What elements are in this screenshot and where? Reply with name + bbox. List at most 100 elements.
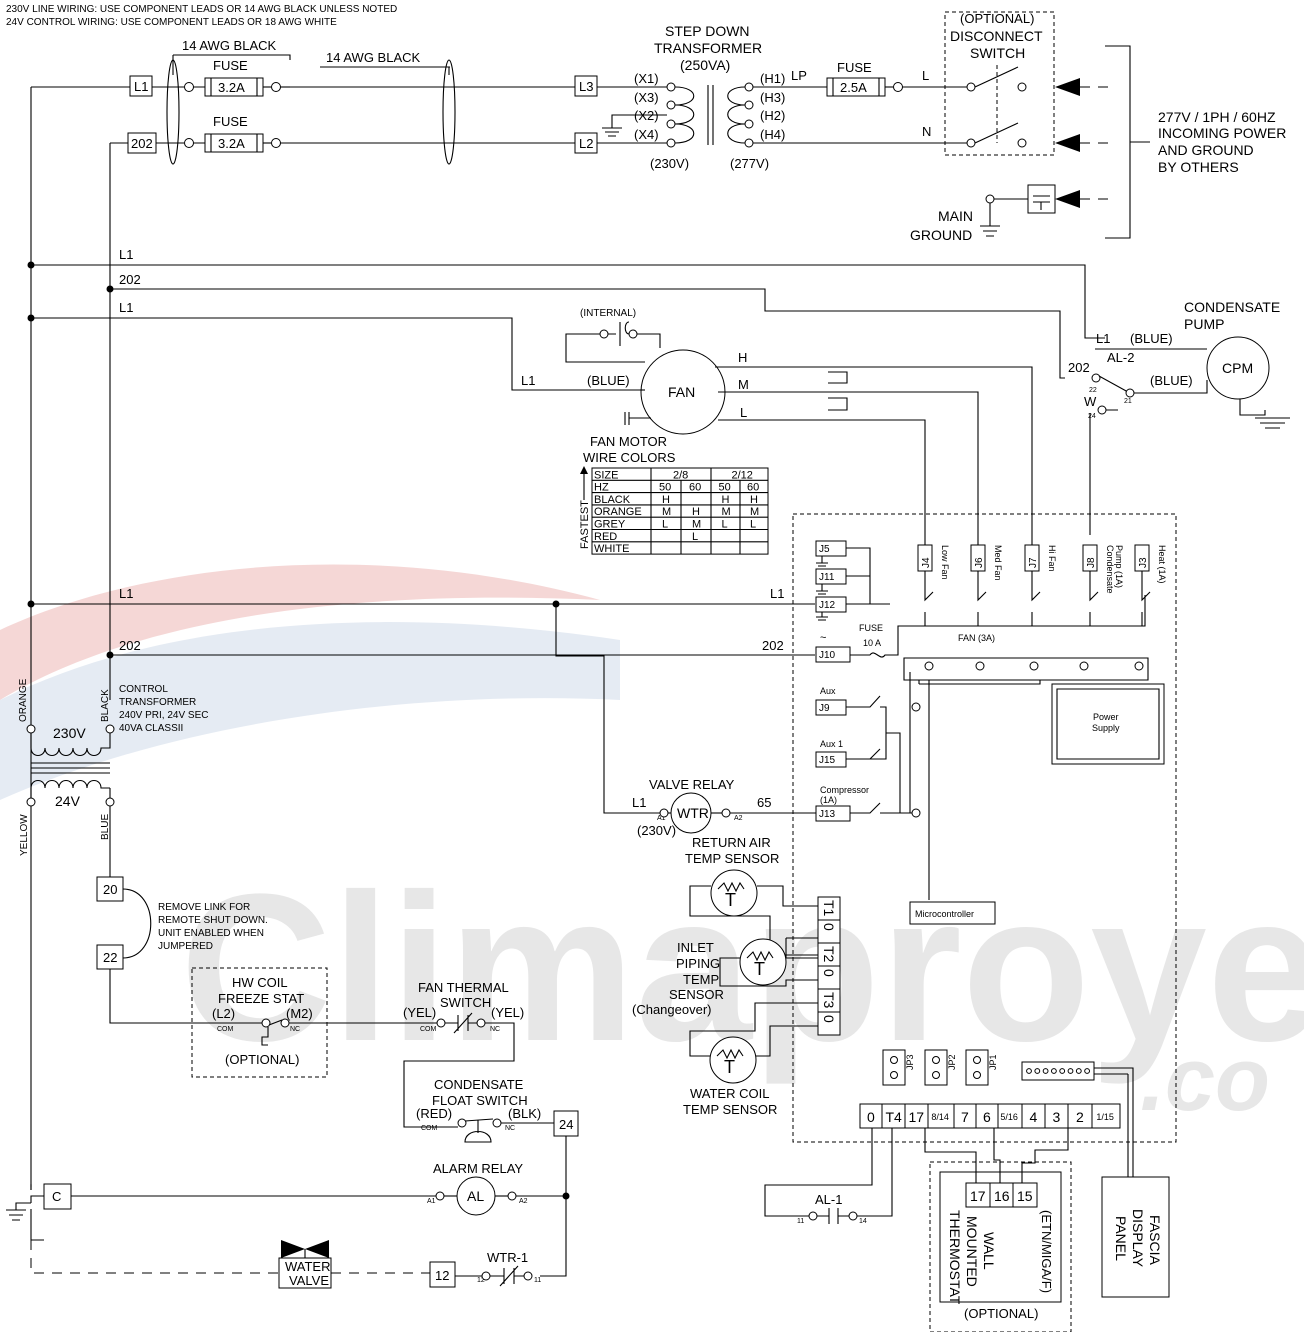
svg-text:Microcontroller: Microcontroller [915, 909, 974, 919]
svg-text:REMOTE SHUT DOWN.: REMOTE SHUT DOWN. [158, 915, 268, 926]
svg-text:J10: J10 [819, 650, 836, 661]
sensor-terminal-label: 0 [821, 923, 837, 931]
svg-text:21: 21 [1124, 398, 1132, 405]
svg-text:J8: J8 [1086, 557, 1097, 568]
svg-text:22: 22 [1089, 387, 1097, 394]
fastest-label: FASTEST [579, 500, 591, 549]
svg-text:JP3: JP3 [905, 1054, 915, 1070]
svg-text:J9: J9 [819, 703, 830, 714]
svg-text:N: N [922, 124, 931, 139]
svg-text:(OPTIONAL): (OPTIONAL) [225, 1052, 299, 1067]
connector-label: Pump (1A) [1114, 545, 1124, 588]
thermostat-terminal-label: 16 [994, 1188, 1010, 1204]
display-header [1021, 1061, 1095, 1081]
svg-text:(ETN/MIGA/F): (ETN/MIGA/F) [1039, 1210, 1054, 1293]
svg-text:(BLUE): (BLUE) [1150, 373, 1193, 388]
jumper-jp2 [924, 1049, 948, 1086]
svg-text:T: T [724, 1057, 735, 1077]
sensor-terminal-label: T3 [821, 992, 837, 1009]
watermark: Climaproyecto .co [0, 564, 1304, 1130]
svg-text:J13: J13 [819, 809, 836, 820]
svg-text:20: 20 [103, 882, 117, 897]
board-terminal [1091, 1103, 1121, 1129]
fan-table-cell: L [750, 519, 756, 531]
fan-motor: (INTERNAL) FAN (BLUE) H M L FAN MOTOR WI… [565, 308, 1033, 545]
svg-text:L1: L1 [134, 79, 148, 94]
fan-table-cell: L [692, 531, 698, 543]
board-terminal-label: 17 [909, 1109, 925, 1125]
svg-text:12: 12 [477, 1277, 485, 1284]
board-terminal-label: 4 [1030, 1109, 1038, 1125]
svg-text:10 A: 10 A [863, 638, 881, 648]
fan-table-cell: HZ [594, 482, 609, 494]
svg-text:202: 202 [1068, 360, 1090, 375]
svg-text:240V PRI, 24V SEC: 240V PRI, 24V SEC [119, 710, 209, 721]
svg-text:(1A): (1A) [820, 795, 837, 805]
svg-text:(H1): (H1) [760, 71, 785, 86]
svg-text:J15: J15 [819, 755, 836, 766]
cpm-motor [1206, 336, 1270, 400]
svg-text:SENSOR: SENSOR [669, 987, 724, 1002]
thermostat-terminal-label: 17 [970, 1188, 986, 1204]
svg-text:PIPING: PIPING [676, 956, 720, 971]
svg-text:202: 202 [119, 272, 141, 287]
svg-text:A2: A2 [519, 1198, 528, 1205]
svg-text:RETURN AIR: RETURN AIR [692, 835, 771, 850]
svg-text:(X1): (X1) [634, 71, 659, 86]
svg-text:~: ~ [820, 632, 826, 644]
svg-text:WTR-1: WTR-1 [487, 1250, 528, 1265]
svg-text:J6: J6 [974, 557, 985, 568]
svg-text:MAIN: MAIN [938, 208, 973, 224]
condensate-pump: CONDENSATE PUMP CPM L1 (BLUE) 202 AL-2 2… [1068, 299, 1290, 535]
svg-text:M: M [738, 377, 749, 392]
board-terminal-label: 6 [983, 1109, 991, 1125]
svg-text:Supply: Supply [1092, 723, 1120, 733]
svg-text:L: L [740, 405, 747, 420]
svg-text:(RED): (RED) [416, 1106, 452, 1121]
svg-text:L1: L1 [632, 795, 646, 810]
svg-text:AL: AL [467, 1188, 484, 1204]
svg-text:L: L [922, 68, 929, 83]
svg-text:TRANSFORMER: TRANSFORMER [654, 40, 762, 56]
thermostat-terminal-label: 15 [1017, 1188, 1033, 1204]
svg-text:W: W [1084, 394, 1097, 409]
svg-text:T: T [725, 890, 736, 910]
svg-text:FAN: FAN [668, 384, 695, 400]
svg-text:24: 24 [559, 1117, 573, 1132]
svg-text:AL-2: AL-2 [1107, 350, 1134, 365]
svg-text:CONTROL: CONTROL [119, 684, 168, 695]
fuse-label-2: FUSE [213, 114, 248, 129]
svg-text:ORANGE: ORANGE [18, 678, 29, 722]
fan-table-cell: ORANGE [594, 506, 642, 518]
svg-text:11: 11 [797, 1218, 804, 1225]
svg-text:MOUNTED: MOUNTED [964, 1216, 980, 1287]
fan-table-cell: H [750, 494, 758, 506]
fan-table-cell: WHITE [594, 543, 629, 555]
svg-text:BLACK: BLACK [100, 689, 111, 722]
connector-label: Med Fan [993, 545, 1003, 581]
svg-text:TEMP: TEMP [683, 972, 719, 987]
connector-label: Low Fan [940, 545, 950, 580]
sensors: RETURN AIR TEMP SENSOR T INLET PIPING TE… [632, 835, 818, 1117]
svg-text:AND GROUND: AND GROUND [1158, 142, 1254, 158]
sensor-terminal-label: 0 [821, 969, 837, 977]
svg-text:L2: L2 [579, 136, 593, 151]
svg-text:FLOAT SWITCH: FLOAT SWITCH [432, 1093, 528, 1108]
svg-text:COM: COM [217, 1026, 234, 1033]
svg-text:INLET: INLET [677, 940, 714, 955]
terminal-24 [553, 1110, 579, 1137]
svg-text:(277V): (277V) [730, 156, 769, 171]
svg-text:Aux: Aux [820, 686, 836, 696]
svg-text:3.2A: 3.2A [218, 80, 245, 95]
svg-text:(250VA): (250VA) [680, 57, 730, 73]
fan-table-cell: 2/8 [673, 469, 688, 481]
board-terminal-label: 8/14 [931, 1112, 949, 1122]
svg-text:NC: NC [490, 1026, 500, 1033]
svg-text:2.5A: 2.5A [840, 80, 867, 95]
fascia-display-panel [1101, 1176, 1170, 1298]
svg-text:FREEZE STAT: FREEZE STAT [218, 991, 304, 1006]
power-supply [1051, 683, 1165, 765]
board-terminal-label: 0 [867, 1109, 875, 1125]
